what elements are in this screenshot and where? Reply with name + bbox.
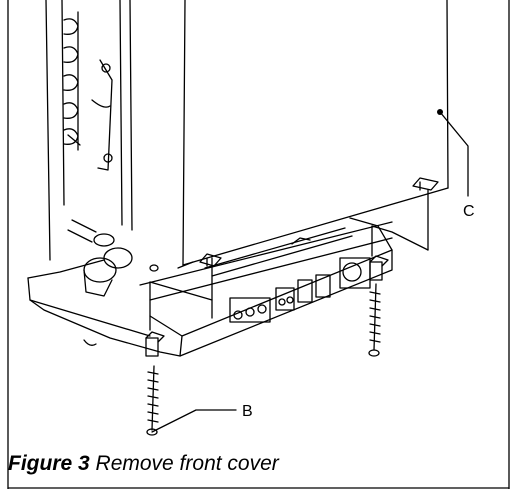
side-column (45, 0, 133, 261)
pipe-fitting (67, 219, 159, 297)
label-b: B (242, 403, 253, 420)
figure-caption-text: Remove front cover (95, 452, 279, 475)
figure-number: Figure 3 (8, 452, 90, 475)
leader-b (151, 409, 237, 433)
label-c: C (463, 203, 475, 220)
point-c (437, 109, 443, 115)
screw-b (146, 365, 159, 436)
base-tray (27, 189, 429, 357)
front-cover-panel (177, 0, 449, 269)
figure-caption: Figure 3 Remove front cover (8, 452, 279, 476)
leader-c (439, 111, 469, 197)
screw-c-side (368, 283, 381, 357)
